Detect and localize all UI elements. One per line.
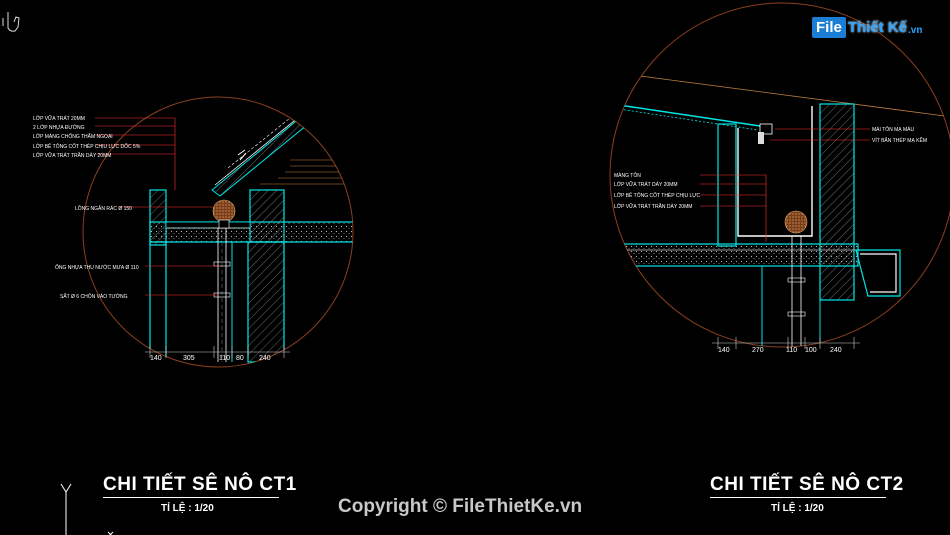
filethietke-logo[interactable]: File Thiết Kế .vn: [812, 14, 922, 40]
ct1-leaf-guard: [212, 199, 236, 223]
ct2-leader-lines: [700, 128, 870, 242]
copyright-watermark: Copyright © FileThietKe.vn: [338, 496, 583, 517]
ct2-labels: MÁI TÔN MẠ MÀU VÍT BẮN THÉP MẠ KẼM MÀNG …: [614, 126, 927, 210]
ct1-dim: 80: [236, 355, 244, 362]
ct2-label: LỚP BÊ TÔNG CỐT THÉP CHỊU LỰC: [614, 191, 701, 199]
ct1-wall-left: [149, 241, 167, 363]
ct2-dimension-values: 140 270 110 100 240: [718, 347, 842, 354]
ct1-downpipe: [213, 228, 231, 362]
detail-ct2-title-underline: [710, 497, 886, 498]
ct2-dim: 240: [830, 347, 842, 354]
ct1-label: SẮT Ø 6 CHÔN VÀO TƯỜNG: [60, 292, 128, 300]
ct1-label: LỚP VỮA TRÁT 20MM: [33, 115, 85, 122]
ct2-right-column: [819, 103, 855, 301]
hand-cursor-icon: [2, 12, 20, 32]
ct2-label: LỚP VỮA TRÁT TRẦN DÀY 20MM: [614, 203, 692, 210]
ct1-label: LỒNG NGĂN RÁC Ø 150: [75, 205, 132, 212]
ct2-left-wall: [717, 123, 737, 247]
ct1-dimension-line: [145, 346, 290, 358]
ct1-label: LỚP BÊ TÔNG CỐT THÉP CHỊU LỰC DỐC 5%: [33, 142, 141, 150]
detail-ct2-drawing: MÁI TÔN MẠ MÀU VÍT BẮN THÉP MẠ KẼM MÀNG …: [609, 2, 950, 354]
ct2-dimension-line: [712, 337, 860, 349]
ct2-dim: 270: [752, 347, 764, 354]
ct1-label: 2 LỚP NHỰA ĐƯỜNG: [33, 124, 85, 131]
ct1-label: ỐNG NHỰA THU NƯỚC MƯA Ø 110: [55, 264, 139, 271]
ct2-downpipe: [787, 236, 806, 347]
logo-box-text: File: [812, 16, 846, 38]
ct2-dim: 140: [718, 347, 730, 354]
detail-ct2-title: CHI TIẾT SÊ NÔ CT2: [710, 474, 904, 495]
logo-suffix-text: .vn: [908, 24, 923, 36]
ct2-label: LỚP VỮA TRÁT DÀY 20MM: [614, 181, 678, 188]
ct1-dim: 305: [183, 355, 195, 362]
ct2-slab: [611, 243, 859, 267]
ct2-dim: 110: [786, 347, 797, 354]
detail-ct1-scale: TỈ LỆ : 1/20: [161, 503, 214, 514]
ct2-gutter-sheet: [737, 106, 813, 237]
logo-main-text: Thiết Kế: [847, 18, 908, 36]
detail-ct2-circle: [609, 2, 950, 348]
ct1-leader-lines: [95, 117, 220, 296]
ct1-labels: LỚP VỮA TRÁT 20MM 2 LỚP NHỰA ĐƯỜNG LỚP M…: [33, 115, 141, 300]
ct1-label: LỚP MÀNG CHỐNG THẤM NGOẠI: [33, 133, 113, 140]
ct2-label: VÍT BẮN THÉP MẠ KẼM: [872, 136, 927, 144]
detail-ct1-drawing: LỚP VỮA TRÁT 20MM 2 LỚP NHỰA ĐƯỜNG LỚP M…: [33, 96, 354, 368]
ct1-label: LỚP VỮA TRÁT TRẦN DÀY 20MM: [33, 152, 111, 159]
ct1-dim: 240: [259, 355, 271, 362]
ct2-label: MÁI TÔN MẠ MÀU: [872, 126, 915, 133]
ct1-dim: 140: [150, 355, 162, 362]
ct1-roof: [211, 103, 353, 197]
ct2-leaf-guard: [784, 210, 808, 234]
ct1-wall-right: [247, 241, 285, 363]
detail-ct2-scale: TỈ LỆ : 1/20: [771, 503, 824, 514]
ct1-dim: 110: [219, 355, 230, 362]
detail-ct1-title: CHI TIẾT SÊ NÔ CT1: [103, 474, 297, 495]
ct1-dimension-values: 140 305 110 80 240: [150, 355, 271, 362]
ct2-dim: 100: [805, 347, 817, 354]
detail-ct1-title-underline: [103, 497, 279, 498]
ct2-label: MÀNG TÔN: [614, 172, 641, 179]
ct2-metal-roof: [611, 103, 773, 144]
